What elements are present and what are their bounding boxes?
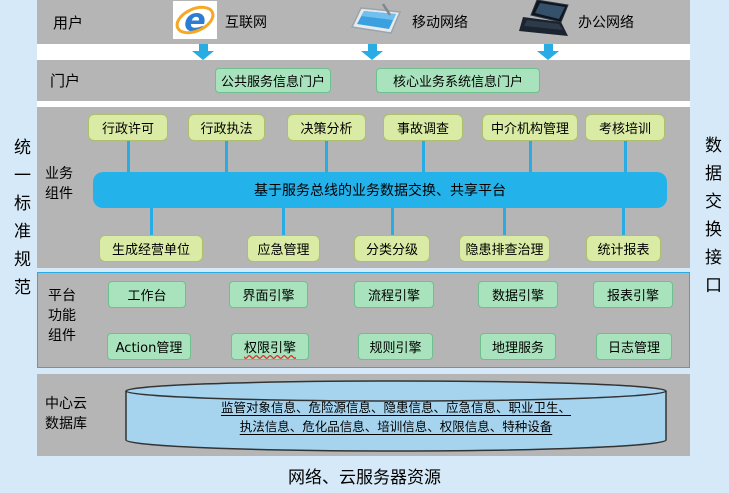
connector-line bbox=[422, 141, 425, 172]
mobile-access: 移动网络 bbox=[350, 0, 468, 44]
business-unit-box: 生成经营单位 bbox=[99, 235, 203, 262]
internet-access: e 互联网 bbox=[173, 0, 267, 44]
user-layer: 用户 e 互联网 移动网络 bbox=[37, 0, 690, 44]
database-cylinder-icon: 监管对象信息、危险源信息、隐患信息、应急信息、职业卫生、 执法信息、危化品信息、… bbox=[125, 380, 667, 452]
left-vertical-label: 统一标准规范 bbox=[10, 138, 30, 306]
platform-components-layer: 平台功能组件 工作台 界面引擎 流程引擎 数据引擎 报表引擎 Action管理 … bbox=[37, 272, 690, 368]
portal-layer: 门户 公共服务信息门户 核心业务系统信息门户 bbox=[37, 60, 690, 101]
down-arrow-icon bbox=[537, 44, 559, 60]
connector-line bbox=[529, 141, 532, 172]
laptop-icon bbox=[518, 0, 570, 45]
hazard-inspection-box: 隐患排查治理 bbox=[459, 235, 550, 262]
action-mgmt-box: Action管理 bbox=[107, 333, 191, 360]
office-network-label: 办公网络 bbox=[578, 15, 634, 31]
data-engine-box: 数据引擎 bbox=[478, 281, 558, 308]
office-access: 办公网络 bbox=[518, 0, 634, 44]
permission-engine-box: 权限引擎 bbox=[231, 333, 309, 360]
accident-investigation-box: 事故调查 bbox=[383, 114, 463, 141]
internet-label: 互联网 bbox=[225, 15, 267, 31]
emergency-mgmt-box: 应急管理 bbox=[247, 235, 320, 262]
connector-line bbox=[127, 141, 130, 172]
rule-engine-box: 规则引擎 bbox=[358, 333, 433, 360]
connector-line bbox=[225, 141, 228, 172]
database-contents: 监管对象信息、危险源信息、隐患信息、应急信息、职业卫生、 执法信息、危化品信息、… bbox=[125, 398, 667, 436]
tablet-icon bbox=[350, 2, 404, 42]
admin-enforcement-box: 行政执法 bbox=[188, 114, 265, 141]
workbench-box: 工作台 bbox=[108, 281, 186, 308]
statistics-report-box: 统计报表 bbox=[586, 235, 661, 262]
database-contents-line2: 执法信息、危化品信息、培训信息、权限信息、特种设备 bbox=[239, 419, 553, 434]
platform-layer-label: 平台功能组件 bbox=[48, 288, 76, 344]
connector-line bbox=[391, 208, 394, 235]
right-vertical-label: 数据交换接口 bbox=[701, 136, 721, 304]
connector-line bbox=[622, 208, 625, 235]
business-components-layer: 业务组件 行政许可 行政执法 决策分析 事故调查 中介机构管理 考核培训 基于服… bbox=[37, 107, 690, 268]
portal-business-gap bbox=[37, 101, 690, 107]
connector-line bbox=[282, 208, 285, 235]
business-layer-label: 业务组件 bbox=[45, 166, 73, 202]
ui-engine-box: 界面引擎 bbox=[229, 281, 308, 308]
assessment-training-box: 考核培训 bbox=[585, 114, 665, 141]
ie-browser-icon: e bbox=[173, 1, 217, 43]
process-engine-box: 流程引擎 bbox=[354, 281, 434, 308]
decision-analysis-box: 决策分析 bbox=[287, 114, 366, 141]
connector-line bbox=[325, 141, 328, 172]
public-service-portal-box: 公共服务信息门户 bbox=[215, 68, 331, 93]
cloud-db-layer-label: 中心云数据库 bbox=[45, 396, 87, 432]
connector-line bbox=[150, 208, 153, 235]
report-engine-box: 报表引擎 bbox=[593, 281, 673, 308]
portal-layer-label: 门户 bbox=[50, 72, 81, 90]
classification-box: 分类分级 bbox=[354, 235, 430, 262]
down-arrow-icon bbox=[361, 44, 383, 60]
database-contents-line1: 监管对象信息、危险源信息、隐患信息、应急信息、职业卫生、 bbox=[220, 400, 571, 415]
intermediary-mgmt-box: 中介机构管理 bbox=[482, 114, 578, 141]
admin-permit-box: 行政许可 bbox=[88, 114, 168, 141]
down-arrow-icon bbox=[192, 44, 214, 60]
cloud-database-layer: 中心云数据库 监管对象信息、危险源信息、隐患信息、应急信息、职业卫生、 执法信息… bbox=[37, 374, 690, 456]
geo-service-box: 地理服务 bbox=[480, 333, 556, 360]
service-bus-bar: 基于服务总线的业务数据交换、共享平台 bbox=[93, 172, 667, 208]
user-layer-label: 用户 bbox=[53, 13, 84, 32]
connector-line bbox=[624, 141, 627, 172]
log-mgmt-box: 日志管理 bbox=[596, 333, 672, 360]
footer-title: 网络、云服务器资源 bbox=[288, 468, 441, 488]
core-business-portal-box: 核心业务系统信息门户 bbox=[376, 68, 540, 93]
mobile-network-label: 移动网络 bbox=[412, 15, 468, 31]
connector-line bbox=[503, 208, 506, 235]
